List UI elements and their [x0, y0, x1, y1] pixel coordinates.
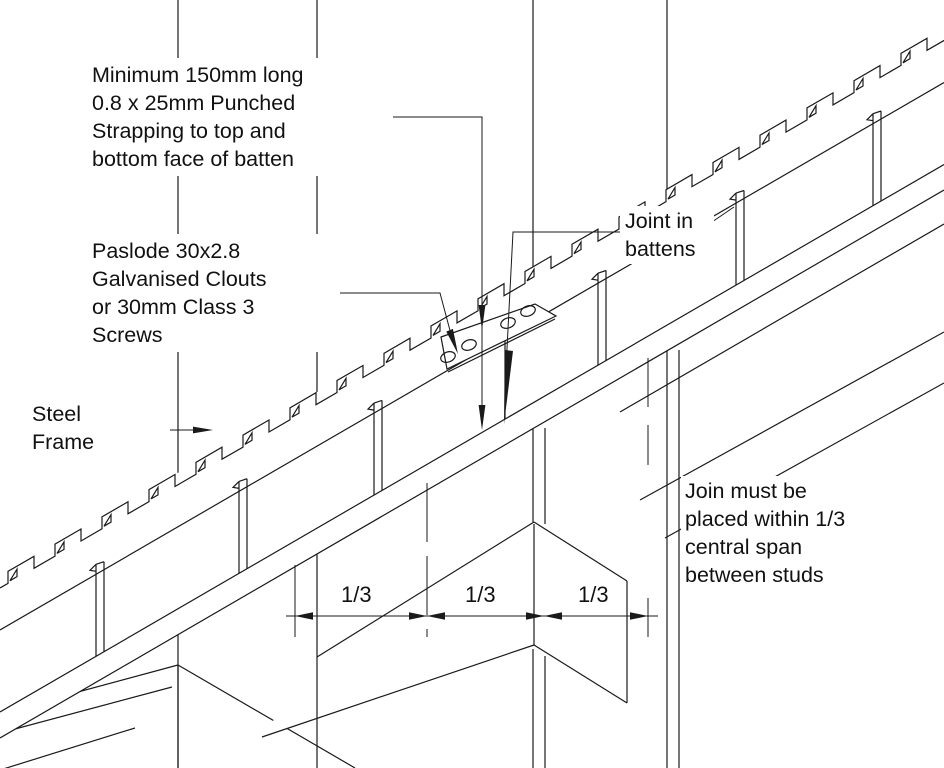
annotations: Minimum 150mm long 0.8 x 25mm Punched St… — [28, 58, 857, 608]
strapping-arrow-top — [478, 305, 486, 330]
steel-frame-label-line: Steel — [32, 402, 81, 426]
steel-frame-label-line: Frame — [32, 430, 94, 454]
text-mask — [681, 476, 857, 592]
strap-plate — [440, 303, 558, 370]
strap-hole — [500, 317, 516, 329]
batten-seams — [88, 110, 882, 657]
noggin-edge — [533, 521, 628, 582]
strap-hole — [440, 351, 456, 363]
join-rule-line: between studs — [685, 563, 824, 587]
joint-note-line: Joint in — [625, 209, 693, 233]
dim-arrow-right — [526, 612, 544, 620]
fastener-note-line: Screws — [92, 323, 162, 347]
fastener-note-line: or 30mm Class 3 — [92, 295, 255, 319]
strapping-note-line: Minimum 150mm long — [92, 63, 303, 87]
batten-flange-edge — [0, 189, 944, 739]
bottom-plate-edge — [0, 686, 173, 734]
dim-label-third: 1/3 — [341, 582, 372, 607]
text-mask — [28, 398, 110, 464]
join-rule-line: Join must be — [685, 479, 807, 503]
strap-hole — [461, 339, 477, 351]
batten-bottom-edge — [0, 163, 944, 713]
bottom-plate-edge — [177, 664, 356, 768]
join-rule-line: central span — [685, 535, 802, 559]
dim-arrow-right — [409, 612, 427, 620]
fastener-note-line: Galvanised Clouts — [92, 267, 266, 291]
text-mask — [573, 582, 623, 608]
dim-arrow-right — [630, 612, 648, 620]
dim-label-third: 1/3 — [578, 582, 609, 607]
text-mask — [88, 234, 340, 352]
strapping-note-line: 0.8 x 25mm Punched — [92, 91, 295, 115]
joint-leader-line — [505, 231, 621, 369]
strapping-note-line: bottom face of batten — [92, 147, 294, 171]
batten-notched-edge — [0, 37, 944, 589]
steel-frame-arrow — [193, 426, 213, 434]
strapping-note-line: Strapping to top and — [92, 119, 286, 143]
noggin-edge — [533, 644, 628, 704]
punched-strap — [440, 303, 558, 373]
noggin-face — [262, 522, 627, 737]
strap-hole — [520, 305, 536, 317]
join-rule-line: placed within 1/3 — [685, 507, 845, 531]
text-mask — [336, 582, 386, 608]
noggin-edge — [261, 644, 535, 738]
text-mask — [620, 206, 714, 264]
batten-bottom-flange — [0, 164, 944, 738]
noggin-edge — [316, 521, 535, 658]
bottom-plate-edge — [619, 223, 944, 413]
dimension-thirds — [286, 358, 658, 637]
dim-label-third: 1/3 — [465, 582, 496, 607]
dim-arrow-left — [544, 612, 562, 620]
fastener-arrow — [446, 328, 458, 354]
fastener-leader-line — [322, 292, 453, 339]
joint-note-line: battens — [625, 237, 696, 261]
joint-arrow — [504, 350, 513, 424]
text-mask — [88, 58, 346, 176]
strapping-arrow-bottom — [478, 405, 486, 430]
bottom-plate-edge — [639, 331, 944, 501]
bottom-plate-edge — [4, 727, 136, 768]
text-mask — [460, 582, 510, 608]
leaders — [170, 116, 735, 434]
dim-arrow-left — [295, 612, 313, 620]
fastener-note-line: Paslode 30x2.8 — [92, 239, 240, 263]
dim-arrow-left — [427, 612, 445, 620]
batten-notch-ticks — [9, 49, 911, 582]
strap-thickness-edge — [447, 318, 556, 373]
